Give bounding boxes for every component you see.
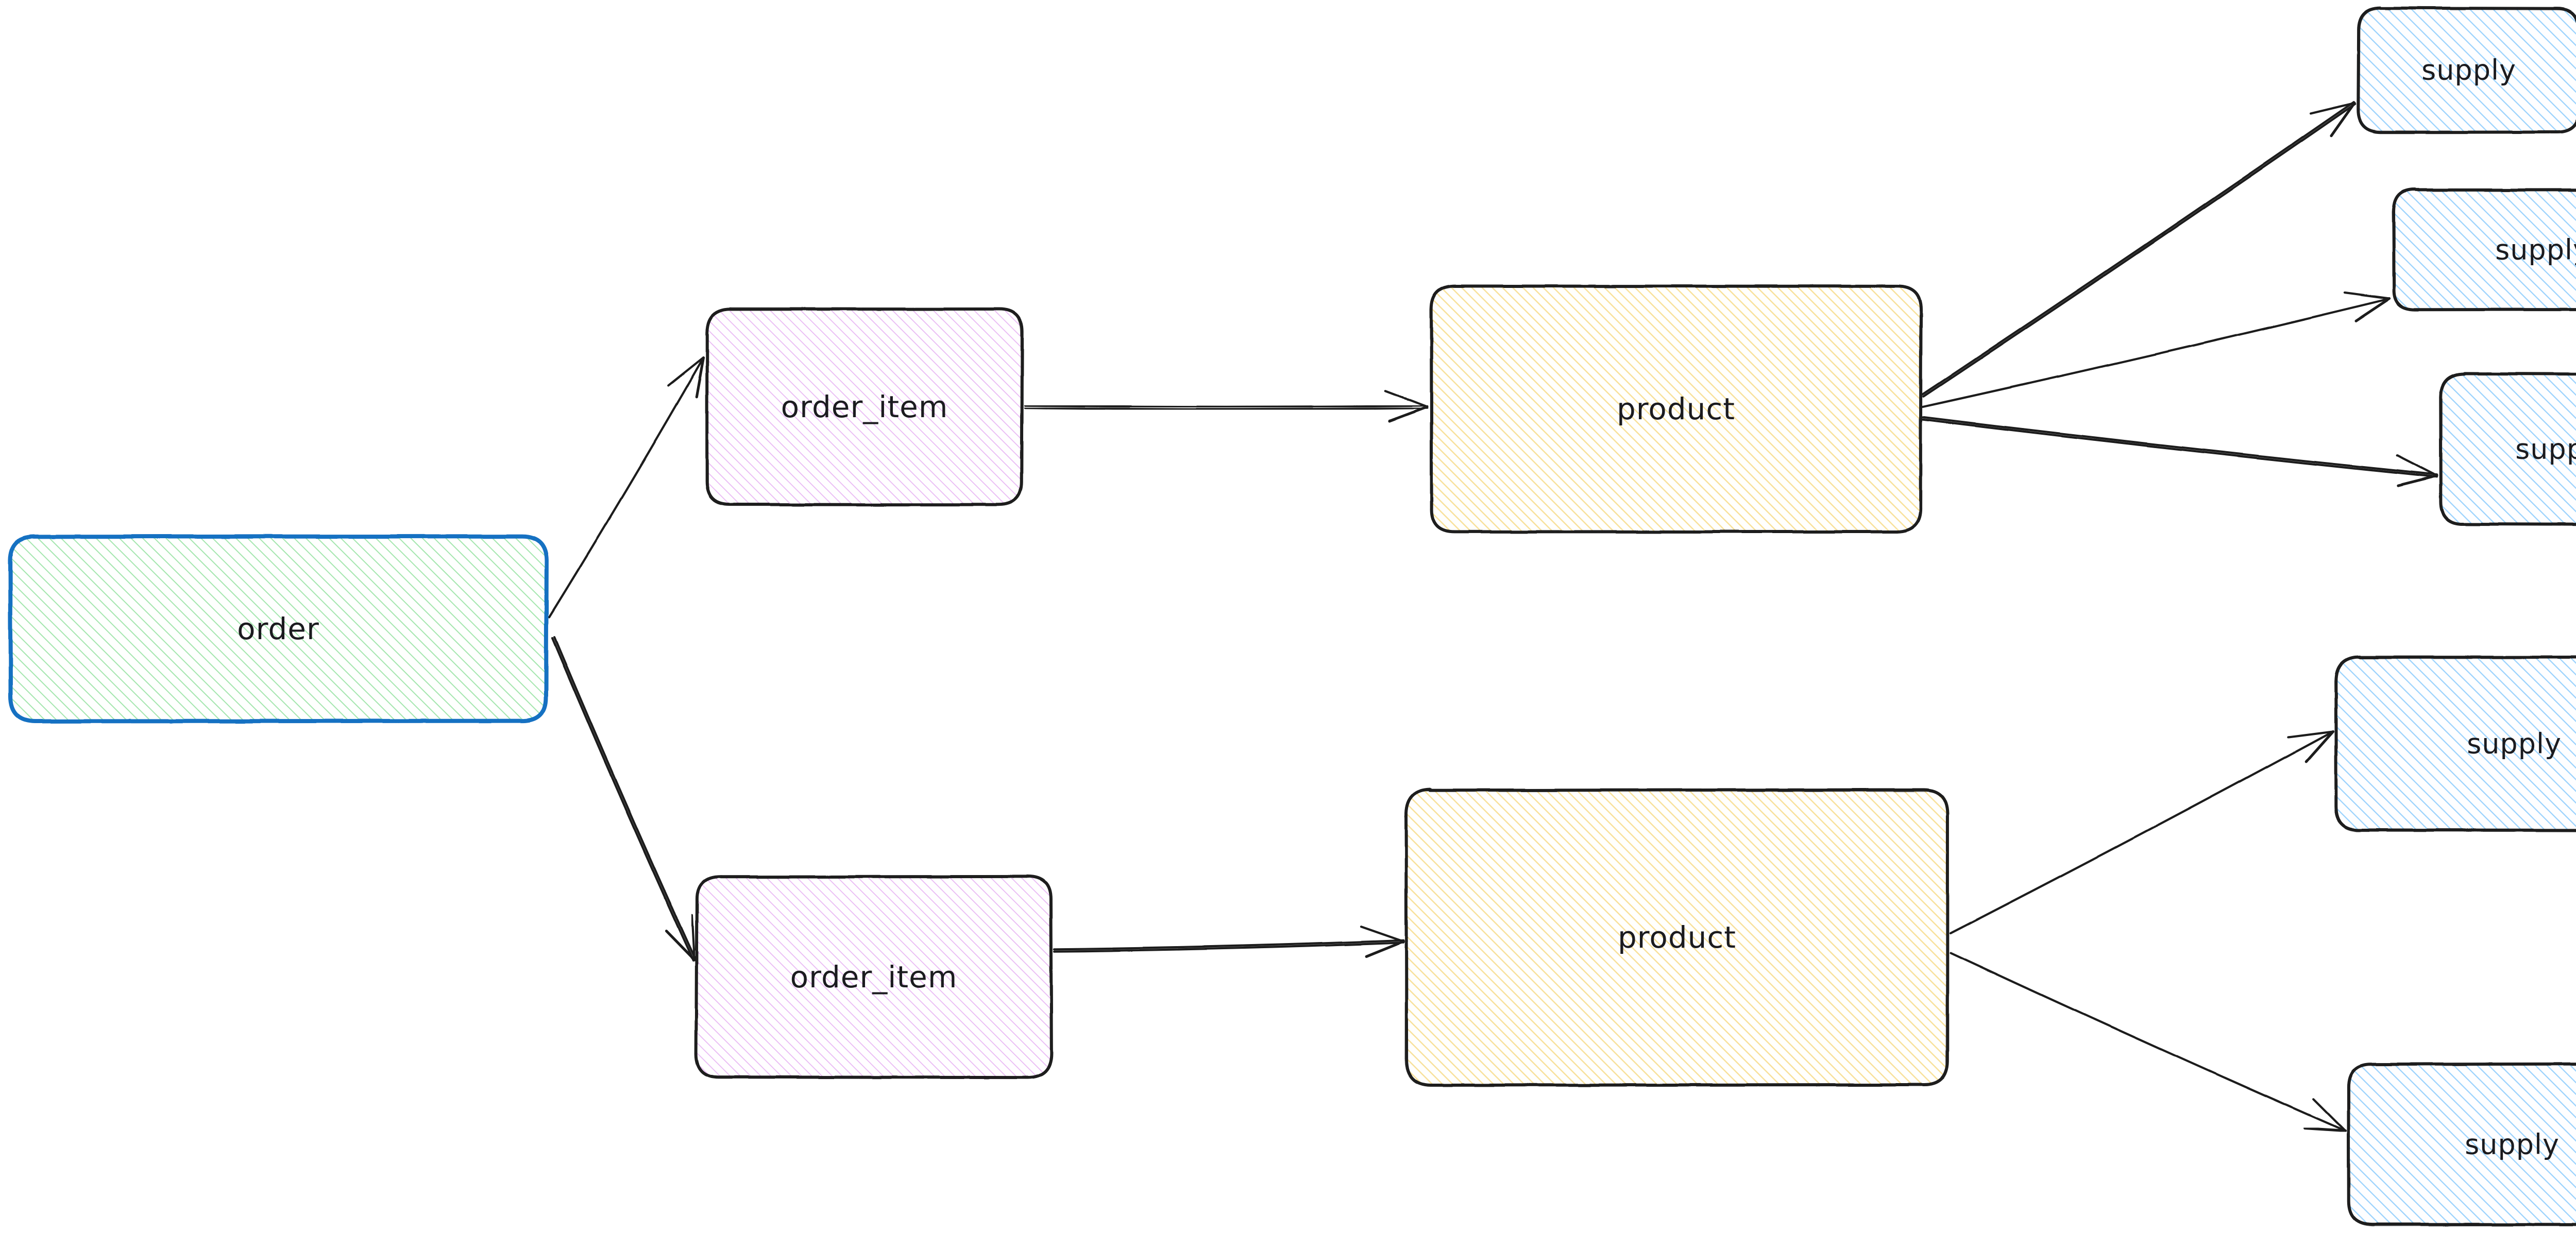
node-label: order_item [790, 960, 958, 995]
arrowhead-stroke [2398, 476, 2437, 486]
node-label: product [1617, 391, 1735, 426]
node-product_1[interactable]: product [1431, 286, 1921, 532]
edge-line [554, 637, 696, 960]
edge-line [1951, 953, 2345, 1131]
edge-order-to-order_item_2[interactable] [552, 637, 696, 961]
node-supply_1[interactable]: supply [2358, 8, 2576, 132]
node-label: supply [2515, 433, 2576, 466]
arrowhead-stroke [2345, 293, 2389, 299]
node-order[interactable]: order [10, 536, 547, 722]
edge-product_2-to-supply_5[interactable] [1951, 953, 2345, 1131]
node-supply_4[interactable]: supply [2335, 657, 2576, 831]
edge-product_1-to-supply_1[interactable] [1922, 102, 2355, 397]
arrowhead-stroke [2313, 1099, 2345, 1131]
node-order_item_2[interactable]: order_item [696, 876, 1052, 1078]
node-label: supply [2465, 1128, 2560, 1161]
edge-line [1025, 408, 1427, 409]
edge-line [1922, 102, 2354, 395]
node-label: supply [2421, 54, 2516, 87]
edge-line [1951, 731, 2333, 933]
nodes-layer[interactable]: orderorder_itemorder_itemproductproducts… [10, 8, 2576, 1226]
node-label: order [237, 611, 319, 646]
node-label: product [1618, 920, 1736, 955]
edge-product_2-to-supply_4[interactable] [1951, 731, 2333, 933]
edge-line [549, 357, 704, 617]
node-product_2[interactable]: product [1405, 789, 1948, 1085]
edge-order-to-order_item_1[interactable] [549, 357, 704, 617]
arrowhead-stroke [1361, 927, 1403, 941]
edge-order_item_1-to-product_1[interactable] [1025, 391, 1427, 421]
node-label: supply [2467, 728, 2562, 760]
arrowhead-stroke [1385, 391, 1427, 407]
node-label: order_item [781, 389, 948, 424]
edge-line [1923, 417, 2437, 475]
node-label: supply [2495, 234, 2576, 266]
node-supply_5[interactable]: supply [2348, 1063, 2576, 1225]
edge-line [1923, 299, 2389, 407]
node-order_item_1[interactable]: order_item [706, 308, 1022, 505]
edge-order_item_2-to-product_2[interactable] [1054, 927, 1403, 956]
edge-product_1-to-supply_3[interactable] [1923, 417, 2437, 486]
arrowhead-stroke [2306, 731, 2333, 761]
node-supply_2[interactable]: supply [2393, 189, 2576, 311]
edge-line [1025, 406, 1427, 407]
node-supply_3[interactable]: supply [2441, 373, 2576, 525]
